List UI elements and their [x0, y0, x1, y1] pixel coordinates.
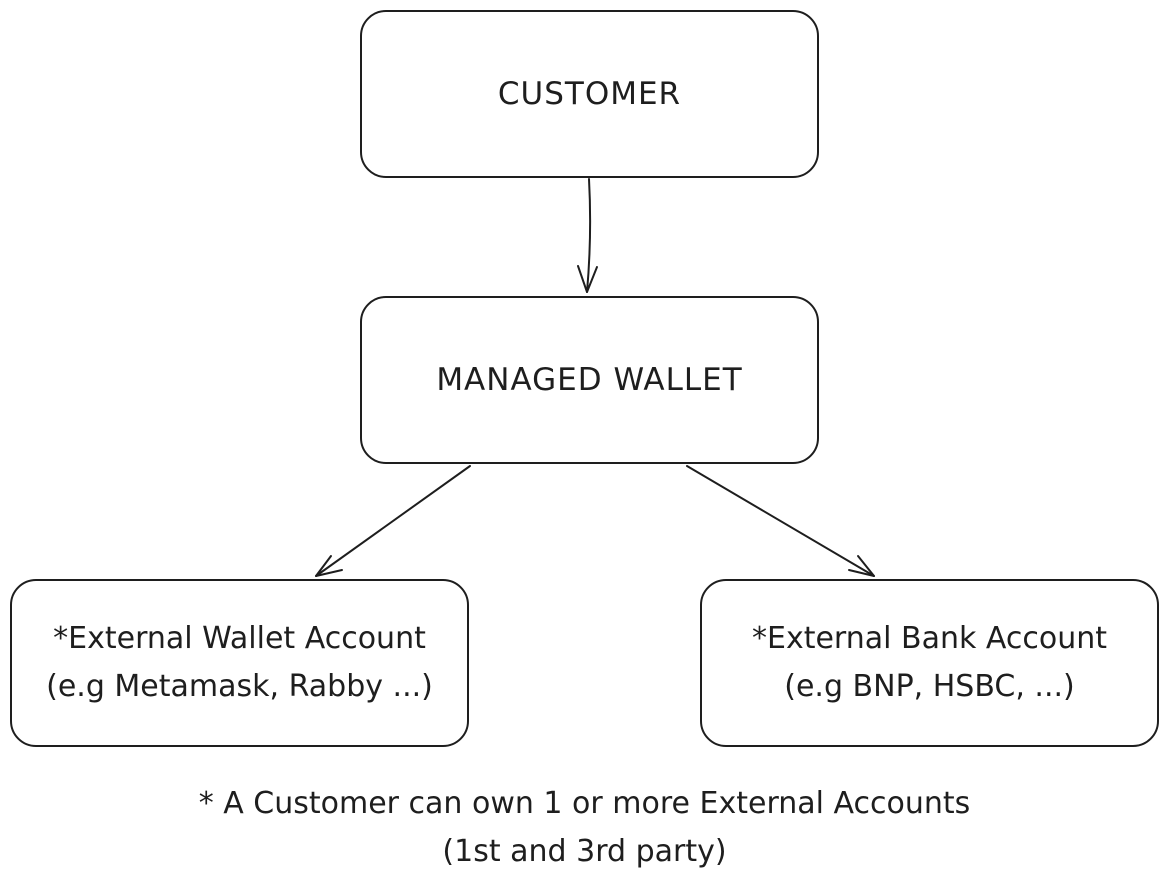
external-wallet-title: *External Wallet Account [53, 621, 426, 656]
external-wallet-node: *External Wallet Account (e.g Metamask, … [10, 579, 469, 747]
customer-label: CUSTOMER [497, 76, 682, 112]
external-bank-examples: (e.g BNP, HSBC, ...) [784, 669, 1075, 704]
external-bank-node: *External Bank Account (e.g BNP, HSBC, .… [700, 579, 1159, 747]
external-wallet-examples: (e.g Metamask, Rabby ...) [46, 669, 433, 704]
arrow-managed-wallet-to-external-bank [686, 465, 875, 577]
customer-node: CUSTOMER [360, 10, 819, 178]
arrow-managed-wallet-to-external-wallet [315, 465, 471, 577]
footnote-line-1: * A Customer can own 1 or more External … [198, 786, 971, 821]
managed-wallet-node: MANAGED WALLET [360, 296, 819, 464]
footnote: * A Customer can own 1 or more External … [0, 780, 1169, 876]
managed-wallet-label: MANAGED WALLET [436, 362, 743, 398]
external-bank-title: *External Bank Account [751, 621, 1108, 656]
external-bank-label: *External Bank Account (e.g BNP, HSBC, .… [752, 615, 1107, 711]
arrow-customer-to-managed-wallet [577, 178, 598, 293]
footnote-line-2: (1st and 3rd party) [442, 834, 727, 869]
external-wallet-label: *External Wallet Account (e.g Metamask, … [46, 615, 433, 711]
